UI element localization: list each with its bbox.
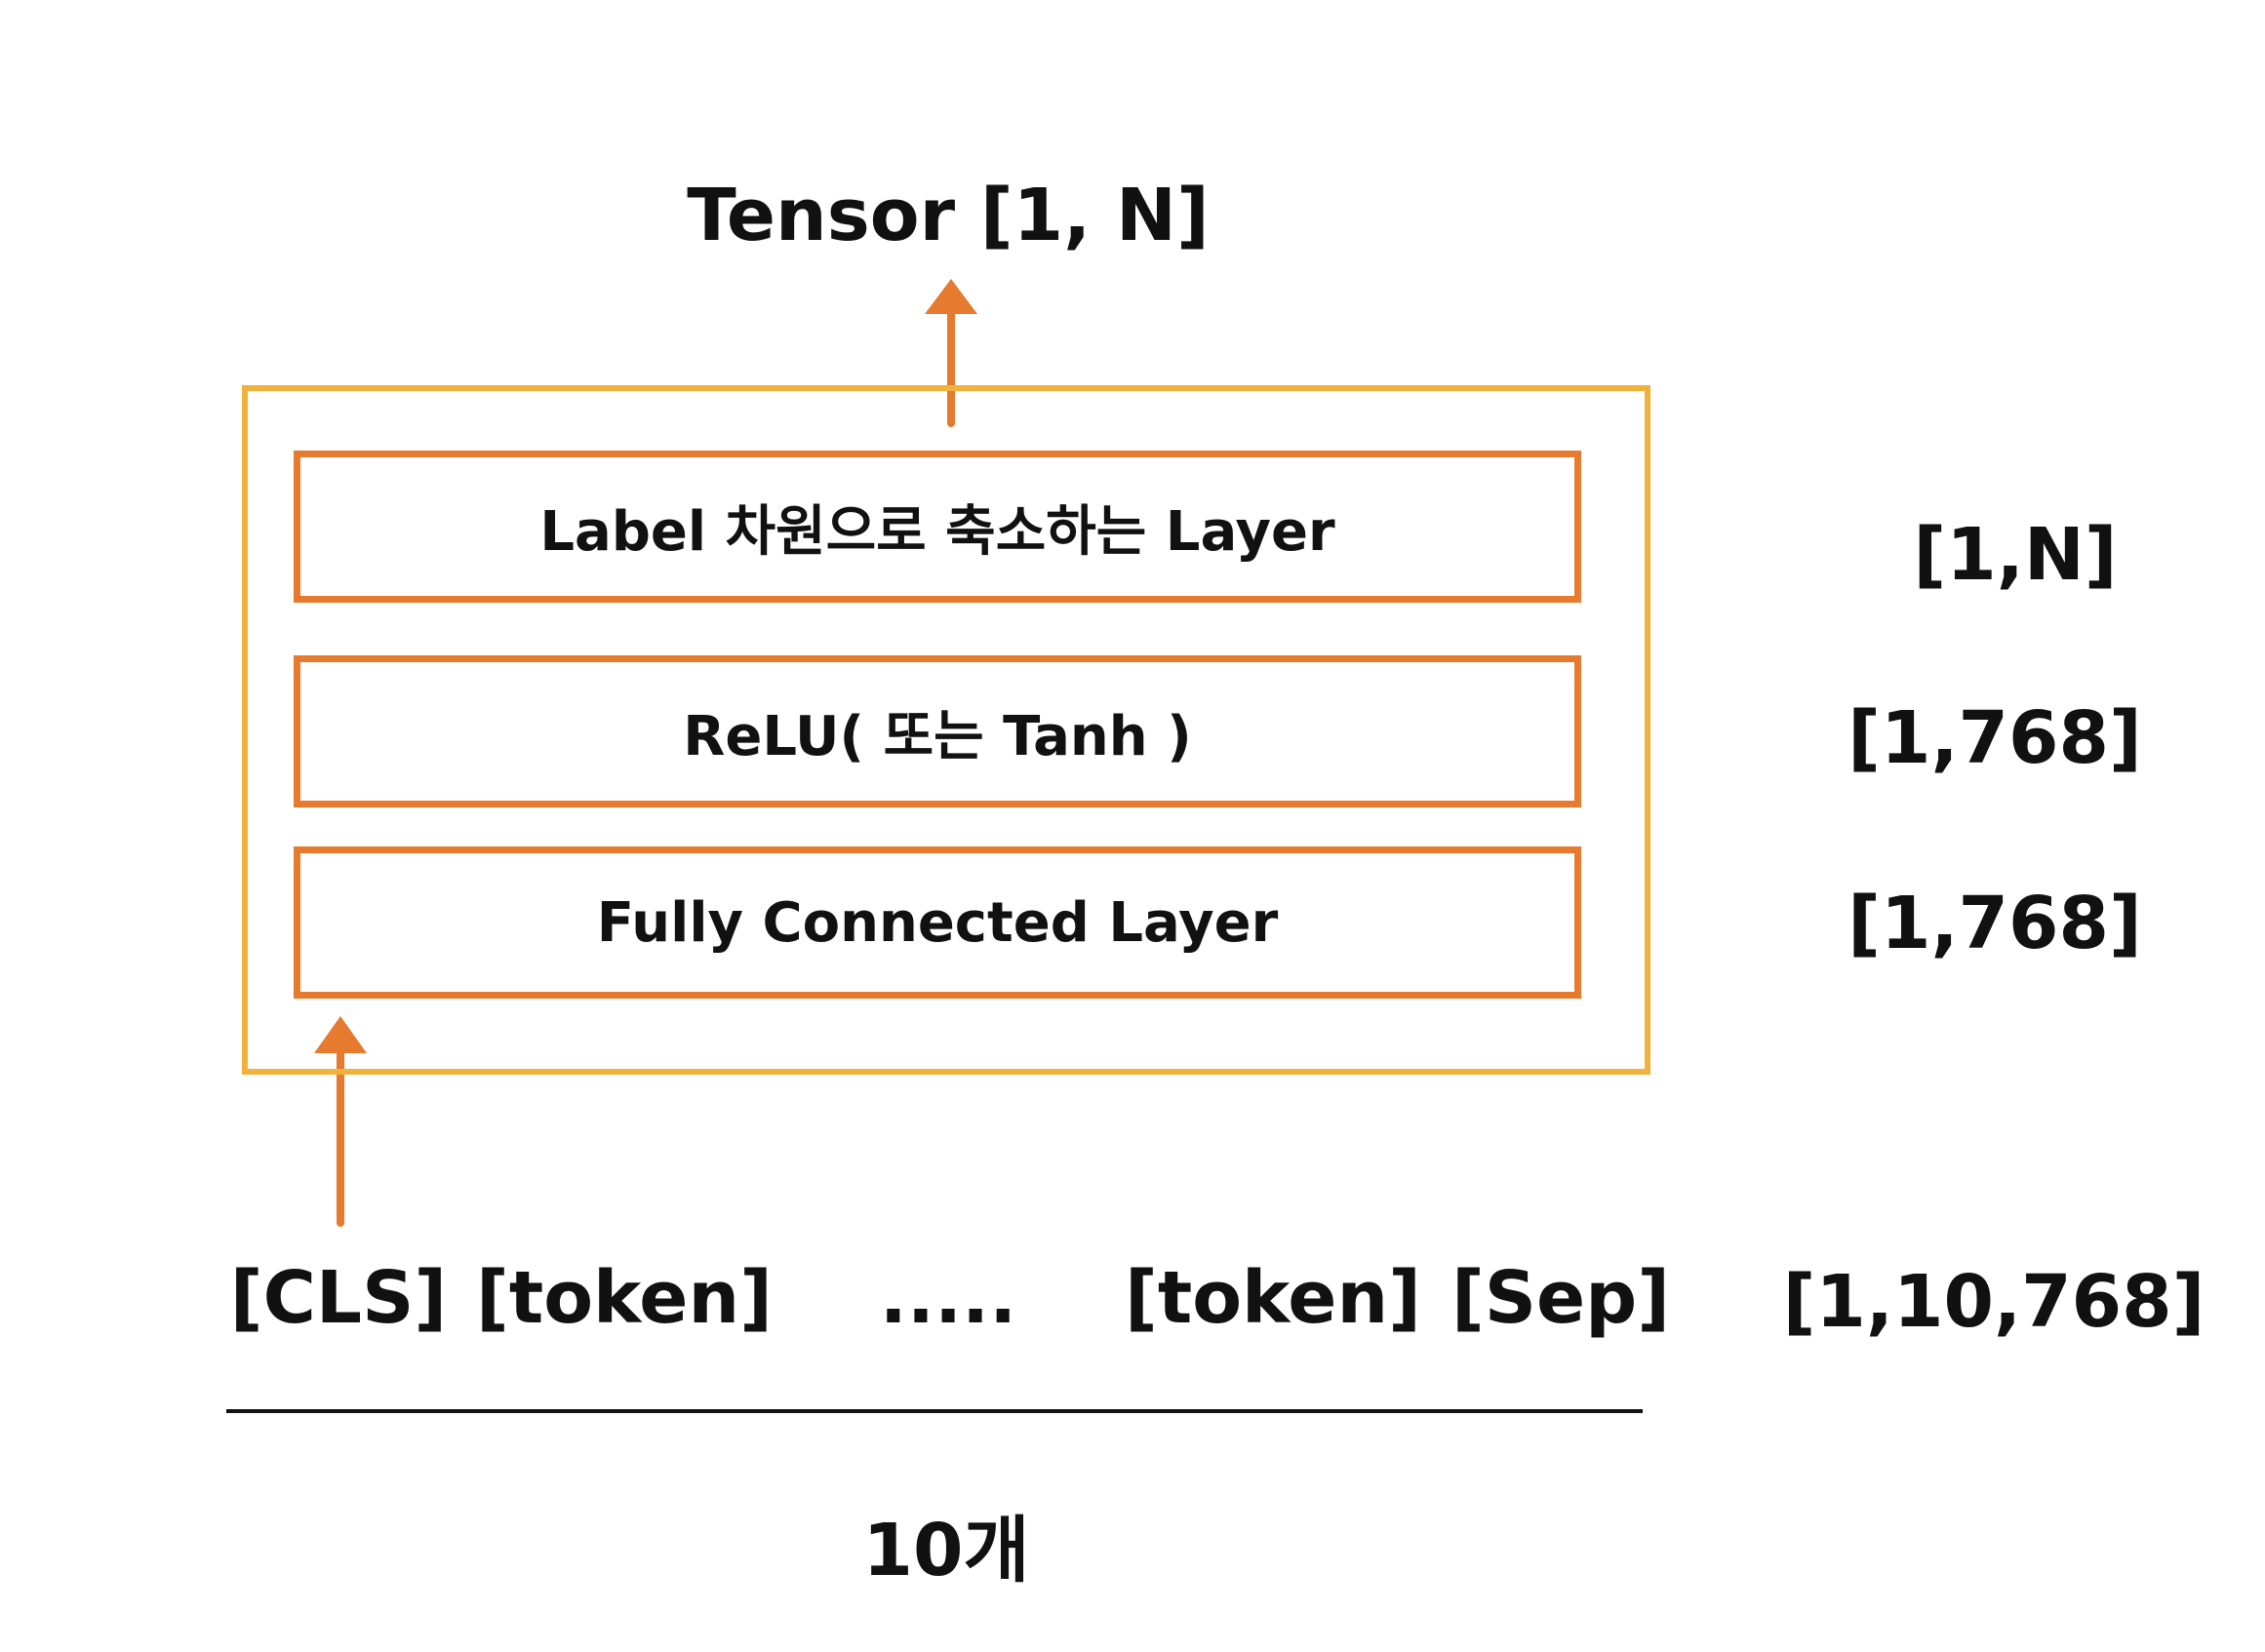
token-first: [token]: [476, 1256, 773, 1340]
token-cls: [CLS]: [229, 1256, 448, 1340]
output-tensor-title: Tensor [1, N]: [687, 174, 1210, 257]
shape-label-reduction: [1,N]: [1913, 513, 2118, 597]
label-reduction-layer-box: Label 차원으로 축소하는 Layer: [294, 451, 1581, 603]
activation-layer-label: ReLU( 또는 Tanh ): [683, 704, 1192, 768]
token-sep: [Sep]: [1450, 1256, 1671, 1340]
shape-activation: [1,768]: [1848, 696, 2142, 780]
token-last: [token]: [1125, 1256, 1421, 1340]
input-shape: [1,10,768]: [1782, 1260, 2205, 1344]
activation-layer-box: ReLU( 또는 Tanh ): [294, 655, 1581, 807]
classifier-head-box: [242, 385, 1650, 1075]
fully-connected-layer-box: Fully Connected Layer: [294, 846, 1581, 999]
label-reduction-layer-label: Label 차원으로 축소하는 Layer: [539, 499, 1335, 564]
shape-fully-connected: [1,768]: [1848, 882, 2142, 965]
token-count-label: 10개: [862, 1509, 1030, 1593]
token-ellipsis: .....: [879, 1256, 1017, 1340]
sequence-underline: [226, 1409, 1643, 1413]
fully-connected-layer-label: Fully Connected Layer: [596, 890, 1279, 955]
